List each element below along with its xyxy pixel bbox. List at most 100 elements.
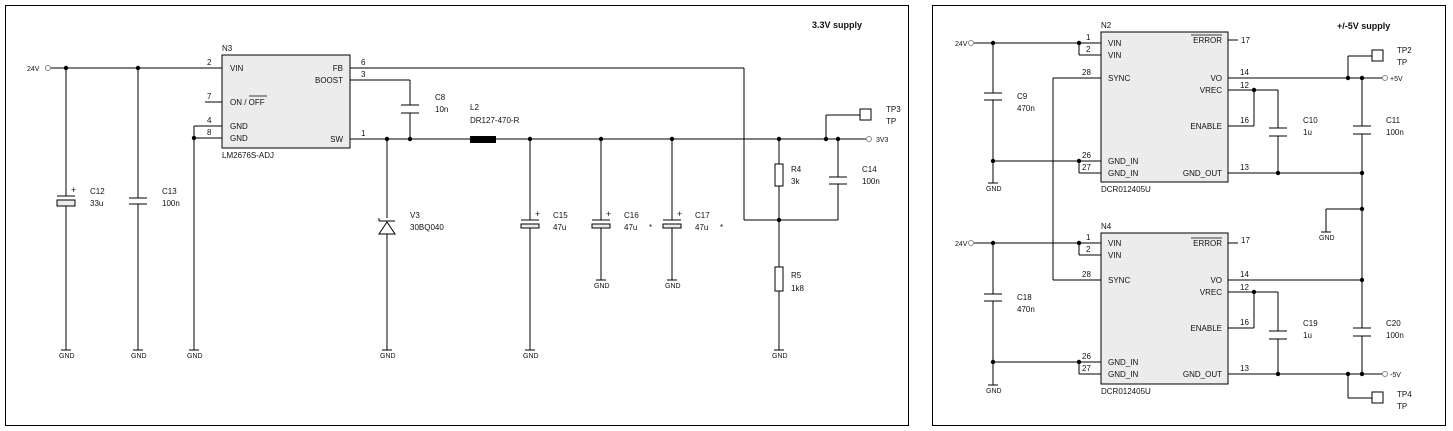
- pin-gnd2: GND: [230, 134, 248, 143]
- l2-ref: L2: [470, 103, 479, 112]
- svg-text:GND_IN: GND_IN: [1108, 157, 1138, 166]
- c15-ref: C15: [553, 211, 568, 220]
- svg-text:12: 12: [1240, 283, 1249, 292]
- r4-value: 3k: [791, 177, 800, 186]
- c19-ref: C19: [1303, 319, 1318, 328]
- svg-text:VIN: VIN: [1108, 251, 1122, 260]
- pin-gnd1: GND: [230, 122, 248, 131]
- svg-text:VO: VO: [1210, 74, 1222, 83]
- sheet-frame-3v3: [5, 5, 909, 426]
- left-sheet-wires: + + + +: [45, 65, 872, 350]
- svg-text:+: +: [71, 185, 76, 195]
- svg-text:14: 14: [1240, 270, 1249, 279]
- pin-num: 4: [207, 116, 212, 125]
- c16-mark: *: [649, 223, 652, 232]
- pin-num: 8: [207, 128, 212, 137]
- v3-value: 30BQ040: [410, 223, 444, 232]
- tp3-ref: TP3: [886, 105, 901, 114]
- svg-text:VREC: VREC: [1200, 288, 1222, 297]
- svg-text:GND_IN: GND_IN: [1108, 169, 1138, 178]
- pin-num: 2: [207, 58, 212, 67]
- ic-n2-pins: VIN VIN SYNC GND_IN GND_IN ERROR VO VREC…: [1082, 33, 1250, 178]
- c18-ref: C18: [1017, 293, 1032, 302]
- sheet-title-3v3: 3.3V supply: [812, 20, 862, 30]
- net-24v: 24V: [27, 66, 40, 73]
- net-3v3: 3V3: [876, 137, 889, 144]
- ic-n3-ref: N3: [222, 44, 233, 53]
- c9-value: 470n: [1017, 104, 1035, 113]
- svg-text:GND_OUT: GND_OUT: [1183, 370, 1222, 379]
- pin-num: 1: [361, 129, 366, 138]
- net-plus5v: +5V: [1390, 76, 1403, 83]
- pin-num: 6: [361, 58, 366, 67]
- ic-n4-part: DCR012405U: [1101, 387, 1151, 396]
- c13-ref: C13: [162, 187, 177, 196]
- svg-text:VO: VO: [1210, 276, 1222, 285]
- svg-text:27: 27: [1082, 364, 1091, 373]
- c12-ref: C12: [90, 187, 105, 196]
- r5-ref: R5: [791, 271, 802, 280]
- ic-n4-ref: N4: [1101, 222, 1112, 231]
- ic-n2-part: DCR012405U: [1101, 185, 1151, 194]
- pin-boost: BOOST: [315, 76, 343, 85]
- svg-text:SYNC: SYNC: [1108, 74, 1130, 83]
- ic-n4-body: [1100, 232, 1229, 385]
- svg-text:28: 28: [1082, 270, 1091, 279]
- svg-text:12: 12: [1240, 81, 1249, 90]
- gnd-label: GND: [665, 283, 681, 290]
- c8-value: 10n: [435, 105, 448, 114]
- svg-text:26: 26: [1082, 352, 1091, 361]
- net-minus5v: -5V: [1390, 372, 1401, 379]
- r5-value: 1k8: [791, 284, 804, 293]
- c8-ref: C8: [435, 93, 446, 102]
- svg-text:16: 16: [1240, 116, 1249, 125]
- pin-num: 3: [361, 70, 366, 79]
- svg-text:ERROR: ERROR: [1193, 36, 1222, 45]
- pin-sw: SW: [330, 135, 343, 144]
- svg-text:2: 2: [1086, 45, 1091, 54]
- svg-text:2: 2: [1086, 245, 1091, 254]
- c12-value: 33u: [90, 199, 103, 208]
- gnd-label: GND: [772, 353, 788, 360]
- c17-mark: *: [720, 223, 723, 232]
- gnd-label: GND: [380, 353, 396, 360]
- gnd-label: GND: [523, 353, 539, 360]
- tp4-ref: TP4: [1397, 390, 1412, 399]
- pin-onoff: ON / OFF: [230, 98, 265, 107]
- svg-text:VIN: VIN: [1108, 239, 1122, 248]
- gnd-label: GND: [594, 283, 610, 290]
- svg-text:16: 16: [1240, 318, 1249, 327]
- gnd-label: GND: [986, 186, 1002, 193]
- svg-text:17: 17: [1241, 236, 1250, 245]
- c17-ref: C17: [695, 211, 710, 220]
- c14-ref: C14: [862, 165, 877, 174]
- svg-text:VIN: VIN: [1108, 51, 1122, 60]
- svg-text:17: 17: [1241, 36, 1250, 45]
- c9-ref: C9: [1017, 92, 1028, 101]
- c13-value: 100n: [162, 199, 180, 208]
- ic-n3-part: LM2676S-ADJ: [222, 151, 274, 160]
- svg-text:+: +: [677, 209, 682, 219]
- svg-text:1: 1: [1086, 233, 1091, 242]
- right-junctions: [990, 40, 1365, 377]
- c20-value: 100n: [1386, 331, 1404, 340]
- l2-value: DR127-470-R: [470, 116, 520, 125]
- c10-value: 1u: [1303, 128, 1312, 137]
- v3-ref: V3: [410, 211, 420, 220]
- svg-text:ERROR: ERROR: [1193, 239, 1222, 248]
- tp2-ref: TP2: [1397, 46, 1412, 55]
- svg-text:27: 27: [1082, 163, 1091, 172]
- c11-value: 100n: [1386, 128, 1404, 137]
- left-junctions: [63, 65, 841, 223]
- sheet-title-5v: +/-5V supply: [1337, 21, 1390, 31]
- svg-text:GND_IN: GND_IN: [1108, 358, 1138, 367]
- svg-text:13: 13: [1240, 364, 1249, 373]
- c18-value: 470n: [1017, 305, 1035, 314]
- c19-value: 1u: [1303, 331, 1312, 340]
- svg-text:+: +: [606, 209, 611, 219]
- svg-text:GND_IN: GND_IN: [1108, 370, 1138, 379]
- c11-ref: C11: [1386, 116, 1401, 125]
- svg-text:SYNC: SYNC: [1108, 276, 1130, 285]
- gnd-label: GND: [986, 388, 1002, 395]
